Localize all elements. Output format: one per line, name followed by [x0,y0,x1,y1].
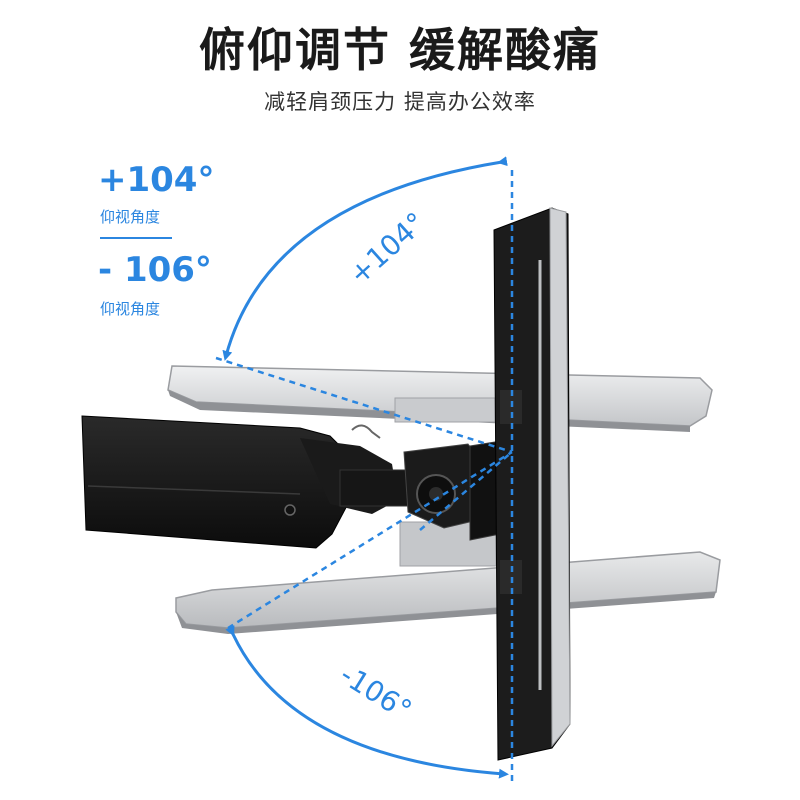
monitor-upright [493,207,571,761]
gas-spring-arm [81,415,521,549]
down-angle-arc [225,625,509,779]
down-arc-label: -106° [334,658,417,727]
down-angle-value: - 106° [98,250,212,290]
monitor-tilted-up [167,365,713,432]
down-tilt-guide-line [227,450,513,630]
page-subtitle: 减轻肩颈压力 提高办公效率 [264,90,536,114]
up-angle-arc [222,156,508,361]
pivot-guide-line [419,451,513,531]
up-tilt-guide-line [215,356,513,454]
page-title: 俯仰调节 缓解酸痛 [198,23,601,77]
up-arc-label: +104° [343,206,433,291]
legend-divider [100,237,172,239]
up-angle-value: +104° [98,160,215,200]
down-angle-caption: 仰视角度 [100,300,161,318]
monitor-tilted-down [175,521,721,634]
up-angle-caption: 仰视角度 [100,208,161,226]
